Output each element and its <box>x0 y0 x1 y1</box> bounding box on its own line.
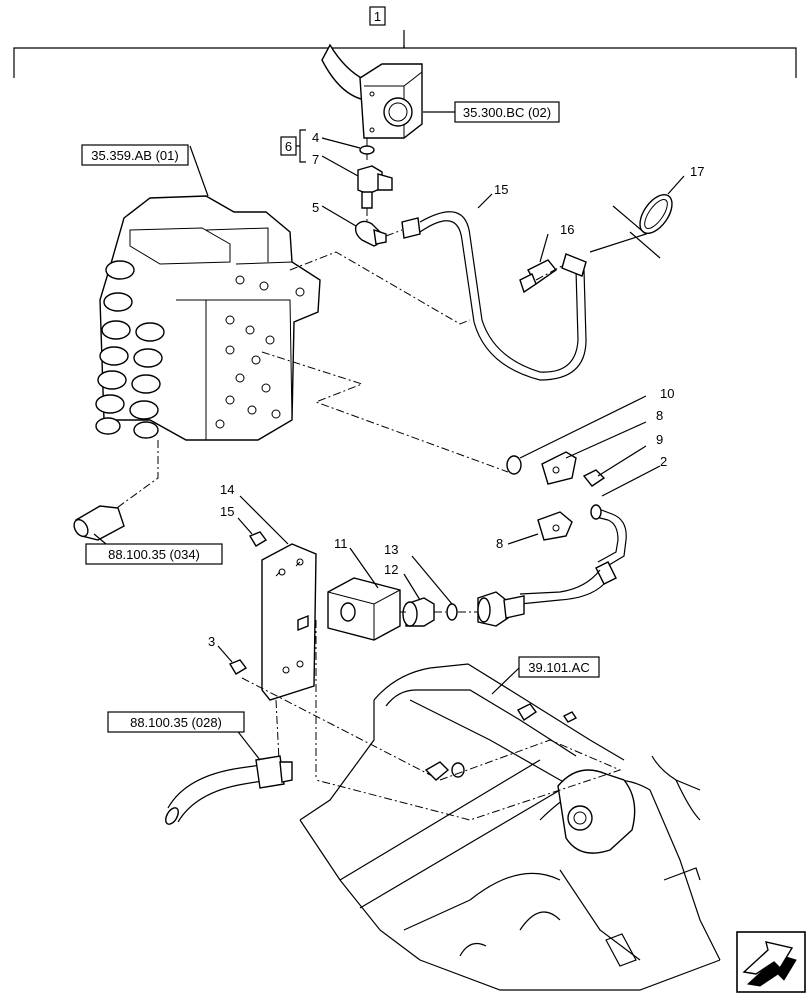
ref-hose-028-text: 88.100.35 (028) <box>130 715 222 730</box>
ref-box-control-valve[interactable]: 35.359.AB (01) <box>81 144 189 166</box>
next-page-arrow-icon[interactable] <box>736 931 806 993</box>
fitting-16 <box>519 233 563 294</box>
valve-spools <box>95 260 165 439</box>
assembly-bracket <box>13 30 797 78</box>
snap-ring-13 <box>411 555 458 621</box>
clamp-half-8-lower <box>507 511 573 545</box>
hose-lower <box>477 591 525 627</box>
callout-labels: 4 7 5 15 16 17 10 8 9 2 8 14 15 11 13 12… <box>208 130 704 649</box>
tee-fitting-7 <box>321 155 393 209</box>
ref-fitting-034-text: 88.100.35 (034) <box>108 547 200 562</box>
callout-4: 4 <box>312 130 319 145</box>
callout-15-upper: 15 <box>494 182 508 197</box>
callout-10: 10 <box>660 386 674 401</box>
boom-structure <box>299 663 721 991</box>
o-ring-4 <box>321 137 375 155</box>
block-11 <box>327 547 401 641</box>
hose-15-upper <box>385 193 587 381</box>
gasket-17 <box>589 175 685 259</box>
bolt-9 <box>582 445 647 487</box>
callout-8-lower: 8 <box>496 536 503 551</box>
ref-control-valve-text: 35.359.AB (01) <box>91 148 178 163</box>
callout-11: 11 <box>334 536 348 551</box>
snap-ring-10 <box>506 395 647 475</box>
fitting-12 <box>402 573 435 627</box>
elbow-fitting-5 <box>321 205 387 247</box>
assembly-ref-number: 1 <box>374 9 381 24</box>
callout-5: 5 <box>312 200 319 215</box>
callout-7: 7 <box>312 152 319 167</box>
callout-17: 17 <box>690 164 704 179</box>
ref-box-fitting-034[interactable]: 88.100.35 (034) <box>85 543 223 565</box>
valve-bolt-holes <box>215 275 305 429</box>
control-valve-block <box>95 145 321 441</box>
callout-14: 14 <box>220 482 234 497</box>
ref-boom-text: 39.101.AC <box>528 660 589 675</box>
callout-12: 12 <box>384 562 398 577</box>
ref-flange-text: 35.300.BC (02) <box>463 105 551 120</box>
flange-part <box>321 43 423 160</box>
ref-box-boom[interactable]: 39.101.AC <box>491 656 600 695</box>
callout-13: 13 <box>384 542 398 557</box>
ref-box-flange[interactable]: 35.300.BC (02) <box>423 101 560 123</box>
fitting-034 <box>73 505 125 545</box>
hose-028 <box>165 723 293 825</box>
pipe-2 <box>519 465 661 605</box>
callout-15-lower: 15 <box>220 504 234 519</box>
bracket-14 <box>239 495 317 701</box>
ref-box-hose-028[interactable]: 88.100.35 (028) <box>107 711 245 733</box>
bolt-15 <box>237 517 268 547</box>
group-ref-number: 6 <box>285 139 292 154</box>
callout-9: 9 <box>656 432 663 447</box>
callout-3: 3 <box>208 634 215 649</box>
clamp-half-8-upper <box>541 421 647 485</box>
bolt-3 <box>217 645 248 675</box>
callout-2: 2 <box>660 454 667 469</box>
callout-16: 16 <box>560 222 574 237</box>
group-ref-box[interactable]: 6 <box>280 136 297 156</box>
callout-8-upper: 8 <box>656 408 663 423</box>
assembly-ref-box[interactable]: 1 <box>369 6 386 26</box>
